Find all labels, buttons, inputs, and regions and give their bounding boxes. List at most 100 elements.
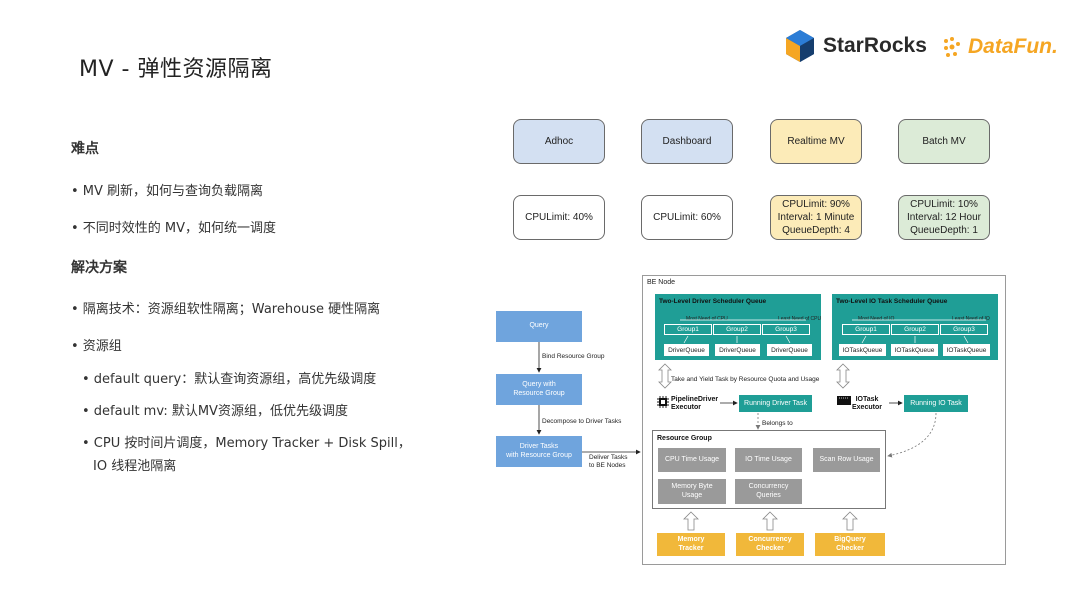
bigquery-checker-line1: BigQuery xyxy=(834,536,866,544)
difficulty-item-2: • 不同时效性的 MV，如何统一调度 xyxy=(71,221,277,236)
take-yield-label: Take and Yield Task by Resource Quota an… xyxy=(671,376,820,383)
limit-adhoc: CPULimit: 40% xyxy=(513,195,605,240)
up-arrows-checkers xyxy=(683,511,858,531)
io-queue-3: IOTaskQueue xyxy=(943,344,990,356)
solution-item-2: • 资源组 xyxy=(71,339,122,354)
limit-batch-interval: Interval: 12 Hour xyxy=(907,212,981,223)
flow-query-rg-line2: Resource Group xyxy=(513,389,565,397)
flow-driver-tasks-line2: with Resource Group xyxy=(506,451,572,459)
arrow-io-to-resource-group xyxy=(887,412,937,458)
io-most-need: Most Need of IO xyxy=(858,316,895,322)
solution-sub-item-1: • default query：默认查询资源组，高优先级调度 xyxy=(82,372,377,387)
bigquery-checker: BigQuery Checker xyxy=(815,533,885,556)
concurrency-queries: Concurrency Queries xyxy=(735,479,802,504)
limit-batch-queue-depth: QueueDepth: 1 xyxy=(910,225,978,236)
double-arrow-driver xyxy=(658,363,672,389)
limit-realtime-mv: CPULimit: 90% Interval: 1 Minute QueueDe… xyxy=(770,195,862,240)
concurrency-checker-line1: Concurrency xyxy=(748,536,792,544)
workload-realtime-mv: Realtime MV xyxy=(770,119,862,164)
resource-group-title: Resource Group xyxy=(657,435,712,442)
scan-row-usage: Scan Row Usage xyxy=(813,448,880,472)
workload-dashboard: Dashboard xyxy=(641,119,733,164)
driver-group-arrows xyxy=(680,319,806,344)
limit-batch-cpu: CPULimit: 10% xyxy=(910,199,978,210)
belongs-to-label: Belongs to xyxy=(762,420,793,427)
slide-title: MV - 弹性资源隔离 xyxy=(79,57,273,82)
memory-tracker-line1: Memory xyxy=(677,536,705,544)
datafun-icon xyxy=(944,37,960,57)
running-io-task: Running IO Task xyxy=(904,395,968,412)
driver-queue-2: DriverQueue xyxy=(715,344,760,356)
io-group-3: Group3 xyxy=(940,324,988,335)
memory-byte-usage: Memory Byte Usage xyxy=(658,479,726,504)
limit-realtime-interval: Interval: 1 Minute xyxy=(777,212,855,223)
io-exec-line2: Executor xyxy=(852,404,882,412)
flow-query: Query xyxy=(496,311,582,342)
flow-bind-label: Bind Resource Group xyxy=(542,353,605,360)
flow-query-rg-line1: Query with xyxy=(522,380,556,388)
driver-queue-1: DriverQueue xyxy=(664,344,709,356)
flow-decompose-label: Decompose to Driver Tasks xyxy=(542,418,622,425)
io-group-arrows xyxy=(852,319,986,344)
be-node-label: BE Node xyxy=(647,279,676,286)
memory-byte-line1: Memory Byte xyxy=(671,482,713,490)
solution-heading: 解决方案 xyxy=(71,260,127,276)
difficulty-item-1: • MV 刷新，如何与查询负载隔离 xyxy=(71,184,264,199)
limit-realtime-queue-depth: QueueDepth: 4 xyxy=(782,225,850,236)
solution-item-1: • 隔离技术：资源组软性隔离；Warehouse 硬性隔离 xyxy=(71,302,381,317)
driver-queue-3: DriverQueue xyxy=(767,344,812,356)
cpu-time-usage: CPU Time Usage xyxy=(658,448,726,472)
solution-sub-item-3: • CPU 按时间片调度，Memory Tracker + Disk Spill… xyxy=(82,436,411,451)
running-driver-task: Running Driver Task xyxy=(739,395,812,412)
concurrency-queries-line2: Queries xyxy=(756,491,781,499)
driver-group-1: Group1 xyxy=(664,324,712,335)
memory-byte-line2: Usage xyxy=(681,491,703,499)
double-arrow-io xyxy=(836,363,850,389)
datafun-logo: DataFun. xyxy=(942,30,1072,64)
difficulty-heading: 难点 xyxy=(71,141,99,157)
limit-batch-mv: CPULimit: 10% Interval: 12 Hour QueueDep… xyxy=(898,195,990,240)
flow-deliver-label: Deliver Tasks to BE Nodes xyxy=(589,454,628,470)
solution-sub-item-2: • default mv: 默认MV资源组，低优先级调度 xyxy=(82,404,348,419)
cpu-chip-icon xyxy=(657,396,669,408)
starrocks-wordmark: StarRocks xyxy=(823,34,927,57)
concurrency-queries-line1: Concurrency xyxy=(748,482,789,490)
concurrency-checker-line2: Checker xyxy=(756,544,784,552)
limit-realtime-cpu: CPULimit: 90% xyxy=(782,199,850,210)
pipeline-exec-line1: PipelineDriver xyxy=(671,396,719,403)
bigquery-checker-line2: Checker xyxy=(836,544,864,552)
flow-driver-tasks: Driver Tasks with Resource Group xyxy=(496,436,582,467)
solution-sub-item-3-cont: IO 线程池隔离 xyxy=(93,459,177,474)
concurrency-checker: Concurrency Checker xyxy=(736,533,804,556)
io-group-2: Group2 xyxy=(891,324,939,335)
driver-group-2: Group2 xyxy=(713,324,761,335)
workload-batch-mv: Batch MV xyxy=(898,119,990,164)
driver-most-need: Most Need of CPU xyxy=(686,316,728,322)
io-group-1: Group1 xyxy=(842,324,890,335)
limit-adhoc-cpu: CPULimit: 40% xyxy=(525,212,593,223)
starrocks-icon xyxy=(786,30,814,62)
memory-tracker-line2: Tracker xyxy=(678,544,704,552)
driver-least-need: Least Need of CPU xyxy=(778,316,822,322)
flow-driver-tasks-line1: Driver Tasks xyxy=(519,442,559,450)
driver-queue-title: Two-Level Driver Scheduler Queue xyxy=(659,298,767,305)
flow-deliver-line1: Deliver Tasks xyxy=(589,454,628,461)
io-queue-title: Two-Level IO Task Scheduler Queue xyxy=(836,298,948,305)
io-queue-1: IOTaskQueue xyxy=(839,344,886,356)
flow-deliver-line2: to BE Nodes xyxy=(589,462,626,470)
io-exec-line1: IOTask xyxy=(855,396,879,403)
datafun-wordmark: DataFun. xyxy=(968,35,1058,58)
pipeline-driver-executor: PipelineDriver Executor xyxy=(671,396,718,412)
limit-dashboard: CPULimit: 60% xyxy=(641,195,733,240)
io-task-executor: IOTask Executor xyxy=(852,396,882,412)
io-least-need: Least Need of IO xyxy=(952,316,990,322)
starrocks-logo: StarRocks xyxy=(782,26,932,66)
pipeline-exec-line2: Executor xyxy=(671,404,701,412)
io-queue-2: IOTaskQueue xyxy=(891,344,938,356)
memory-tracker: Memory Tracker xyxy=(657,533,725,556)
limit-dashboard-cpu: CPULimit: 60% xyxy=(653,212,721,223)
disk-icon xyxy=(837,396,851,405)
io-time-usage: IO Time Usage xyxy=(735,448,802,472)
workload-adhoc: Adhoc xyxy=(513,119,605,164)
